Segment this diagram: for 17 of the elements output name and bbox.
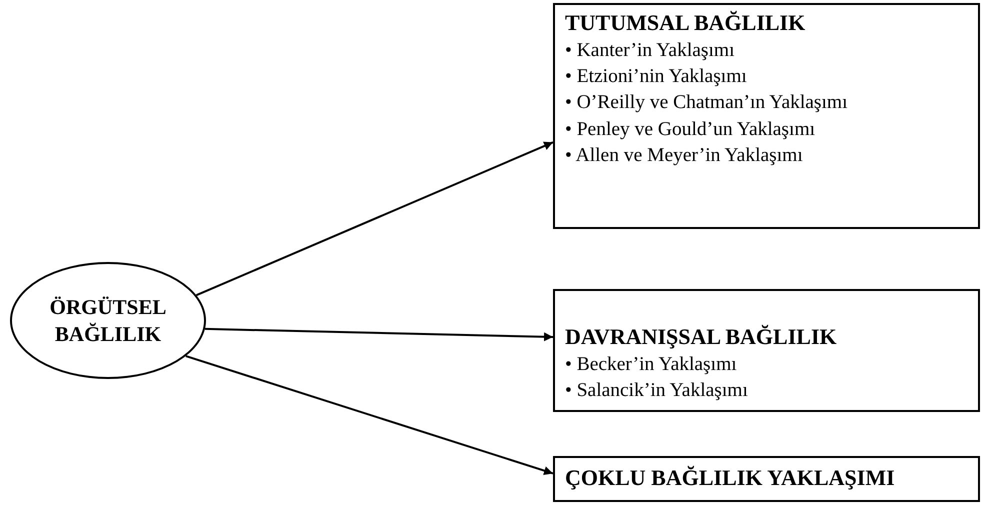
text-box — [553, 456, 980, 502]
box-heading: DAVRANIŞSAL BAĞLILIK — [565, 323, 838, 351]
bullet-item: • Salancik’in Yaklaşımı — [565, 378, 749, 403]
node-label: ÖRGÜTSEL BAĞLILIK — [48, 294, 168, 347]
bullet-item: • Becker’in Yaklaşımı — [565, 352, 738, 377]
bullet-item: • Penley ve Gould’un Yaklaşımı — [565, 118, 816, 142]
bullet-item: • Allen ve Meyer’in Yaklaşımı — [565, 144, 804, 168]
arrow — [196, 141, 554, 296]
bullet-item: • Kanter’in Yaklaşımı — [565, 38, 736, 63]
arrow — [186, 355, 554, 475]
box-heading: ÇOKLU BAĞLILIK YAKLAŞIMI — [565, 464, 896, 492]
bullet-item: • Etzioni’nin Yaklaşımı — [565, 64, 748, 89]
arrow — [204, 328, 554, 342]
text-box — [553, 3, 980, 229]
text-box — [553, 289, 980, 412]
bullet-item: • O’Reilly ve Chatman’ın Yaklaşımı — [565, 91, 849, 116]
box-heading: TUTUMSAL BAĞLILIK — [565, 9, 806, 37]
